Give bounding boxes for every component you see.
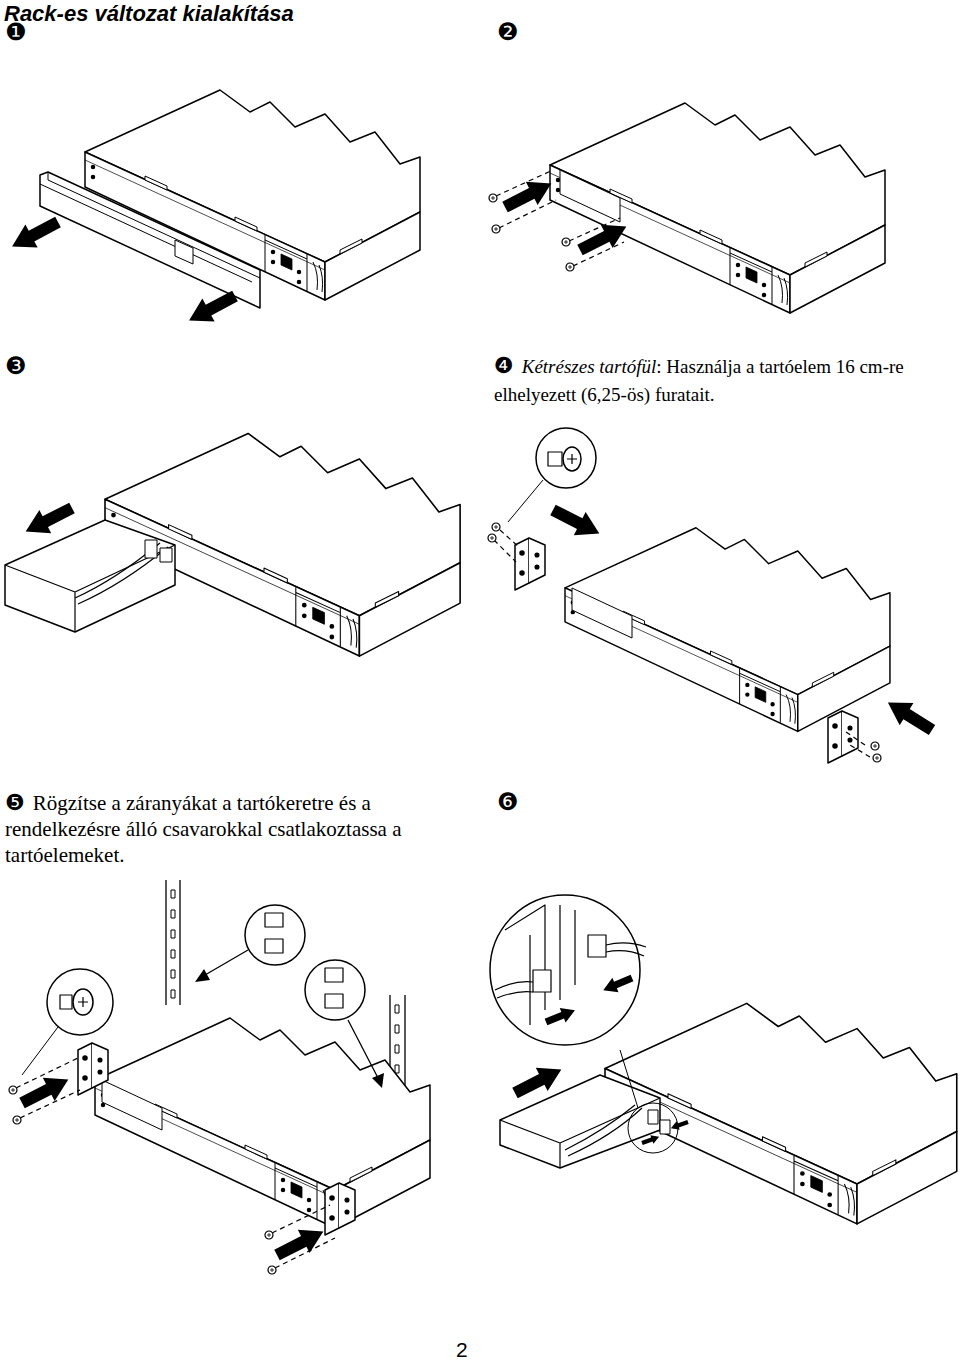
step-instruction: Rögzítse a záranyákat a tartókeretre és … — [5, 791, 401, 867]
step-note-term: Kétrészes tartófül — [522, 356, 657, 377]
step-number: ❹ — [494, 353, 514, 378]
step-text: ❺Rögzítse a záranyákat a tartókeretre és… — [5, 790, 483, 868]
page-number: 2 — [456, 1338, 468, 1362]
step-number: ❻ — [497, 788, 519, 816]
page-title: Rack-es változat kialakítása — [4, 1, 294, 27]
step-number: ❺ — [5, 790, 25, 815]
step-number: ❸ — [5, 352, 27, 380]
step-text: ❹Kétrészes tartófül: Használja a tartóel… — [494, 352, 932, 409]
step-number: ❷ — [497, 18, 519, 46]
step-number: ❶ — [5, 18, 27, 46]
